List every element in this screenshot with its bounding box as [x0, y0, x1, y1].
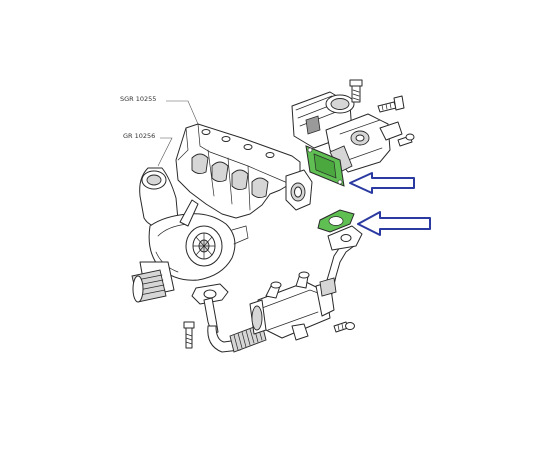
pointer-arrow-upper-icon — [349, 172, 415, 194]
egr-pipe-gasket-highlighted — [317, 209, 355, 233]
callout-label-upper: SGR 10255 — [120, 95, 156, 103]
bolt-top-vertical — [349, 79, 363, 103]
exhaust-manifold — [175, 123, 313, 219]
callout-leader-lower — [157, 137, 173, 167]
callout-leader-upper — [166, 100, 199, 125]
egr-valve-gasket-highlighted — [305, 145, 345, 187]
egr-valve — [291, 91, 403, 173]
bolt-top-horizontal — [377, 95, 405, 113]
bolt-lower-right — [333, 321, 355, 333]
turbo-outlet-gasket — [191, 283, 229, 305]
bolt-lower-left — [183, 321, 195, 349]
callout-label-lower: GR 10256 — [123, 132, 155, 140]
pointer-arrow-lower-icon — [357, 211, 431, 236]
egr-upper-pipe — [319, 225, 363, 297]
turbocharger — [131, 167, 249, 303]
bolt-right — [397, 133, 415, 147]
